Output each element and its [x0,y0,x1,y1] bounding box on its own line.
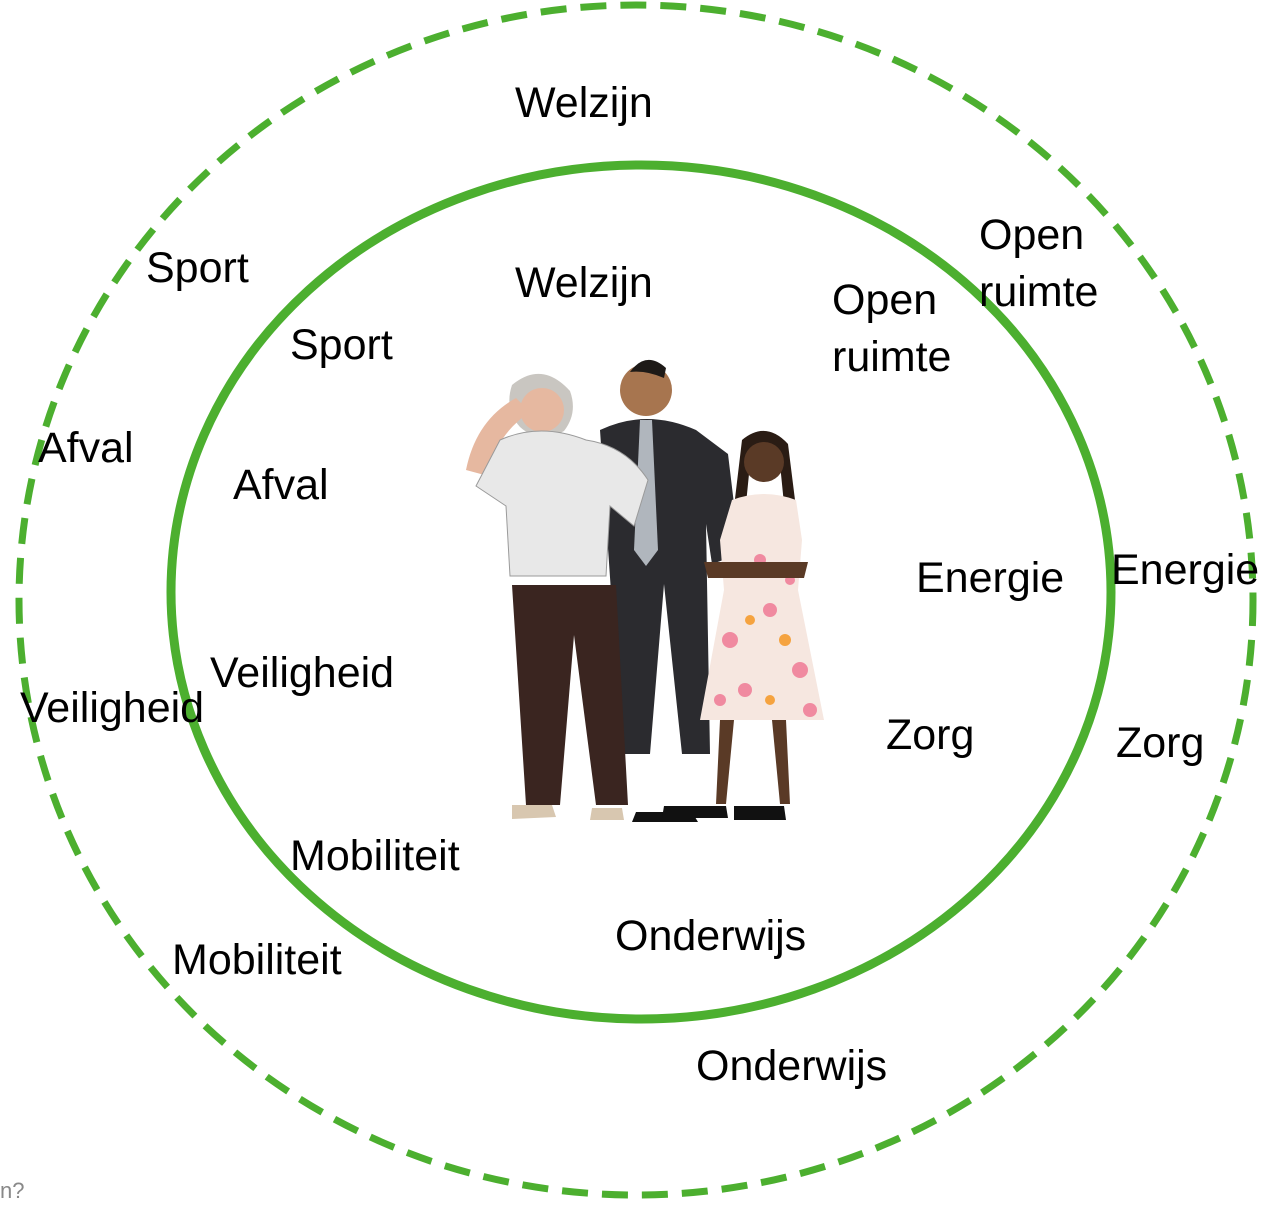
outer-label-zorg: Zorg [1116,719,1205,767]
outer-label-veiligheid: Veiligheid [20,684,205,732]
inner-label-ruimte: ruimte [832,332,952,381]
inner-solid-ring [166,160,1116,1024]
corner-note: n? [0,1178,25,1203]
woman-figure [466,373,649,820]
outer-label-onderwijs: Onderwijs [696,1042,888,1090]
outer-label-energie: Energie [1111,546,1260,594]
girl-figure [662,430,824,820]
inner-label-welzijn: Welzijn [515,259,653,307]
outer-dashed-ring [15,1,1257,1199]
outer-label-open-ruimte: Open ruimte [979,207,1098,321]
outer-label-welzijn: Welzijn [515,79,653,127]
inner-label-afval: Afval [233,461,329,509]
inner-label-zorg: Zorg [886,711,975,759]
inner-label-open: Open [832,276,938,324]
inner-label-mobiliteit: Mobiliteit [290,832,460,880]
people-figure-icon [466,359,824,822]
inner-label-onderwijs: Onderwijs [615,912,807,960]
inner-label-sport: Sport [290,321,393,369]
inner-label-veiligheid: Veiligheid [210,649,395,697]
outer-label-afval: Afval [38,424,134,472]
outer-label-ruimte: ruimte [979,267,1099,316]
outer-label-mobiliteit: Mobiliteit [172,936,342,984]
inner-label-energie: Energie [916,554,1065,602]
inner-label-open-ruimte: Open ruimte [832,272,951,386]
outer-label-sport: Sport [146,244,249,292]
outer-label-open: Open [979,211,1085,259]
